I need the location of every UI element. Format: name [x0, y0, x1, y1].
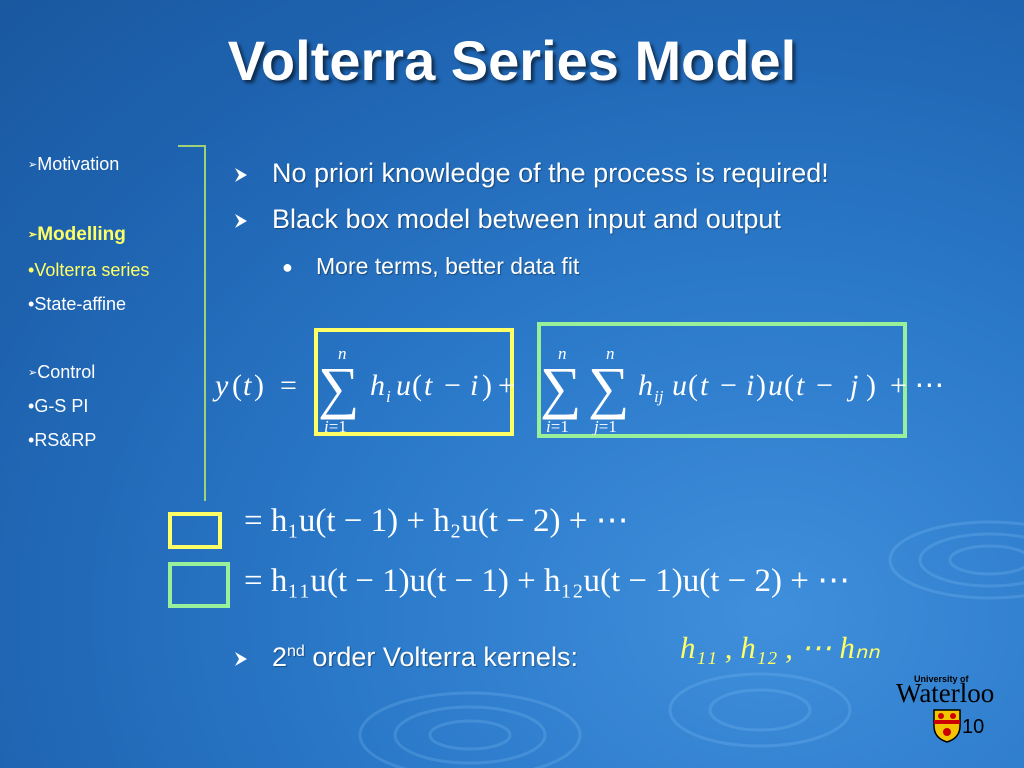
- svg-text:u: u: [768, 369, 783, 402]
- arrow-bullet-icon: [235, 652, 247, 666]
- svg-text:ij: ij: [654, 387, 664, 406]
- first-order-placeholder-box: [168, 512, 222, 549]
- sidebar-item-volterra-series[interactable]: •Volterra series: [28, 260, 150, 280]
- sidebar-item-modelling[interactable]: ➢Modelling: [28, 224, 126, 245]
- second-order-term-box: [537, 322, 907, 438]
- arrow-bullet-icon: [235, 168, 247, 182]
- svg-text:t: t: [796, 369, 805, 402]
- svg-text:i: i: [746, 369, 754, 402]
- svg-text:u: u: [396, 369, 411, 402]
- svg-text:∑: ∑: [318, 355, 359, 420]
- svg-text:t: t: [700, 369, 709, 402]
- svg-text:j=1: j=1: [592, 417, 617, 435]
- waterloo-logo: Waterloo: [896, 678, 995, 708]
- svg-text:t: t: [243, 369, 252, 402]
- svg-text:h: h: [370, 369, 385, 402]
- svg-text:(: (: [688, 369, 698, 402]
- svg-text:): ): [866, 369, 876, 402]
- expansion-second-order: = h₁₁u(t − 1)u(t − 1) + h₁₂u(t − 1)u(t −…: [244, 563, 851, 599]
- sidebar-divider: [204, 145, 206, 501]
- dot-bullet-icon: ●: [282, 257, 293, 277]
- page-number: 10: [962, 716, 985, 738]
- svg-text:n: n: [606, 344, 615, 363]
- slide-title: Volterra Series Model: [227, 29, 797, 92]
- svg-text:): ): [756, 369, 766, 402]
- sidebar-divider-top: [178, 145, 205, 147]
- svg-text:h: h: [638, 369, 653, 402]
- sidebar-item-state-affine[interactable]: •State-affine: [28, 294, 127, 314]
- svg-text:j: j: [846, 369, 858, 402]
- first-order-term-box: [314, 328, 514, 436]
- svg-text:∑: ∑: [588, 355, 629, 420]
- svg-text:i: i: [386, 387, 391, 406]
- svg-text:y: y: [212, 369, 229, 402]
- university-crest-icon: [933, 709, 961, 743]
- svg-text:−: −: [816, 369, 833, 402]
- svg-text:−: −: [444, 369, 461, 402]
- sidebar-item-rs-rp[interactable]: •RS&RP: [28, 430, 97, 450]
- svg-text:n: n: [338, 344, 347, 363]
- svg-text:i: i: [470, 369, 478, 402]
- svg-text:): ): [482, 369, 492, 402]
- svg-text:): ): [254, 369, 264, 402]
- equation-tail: + ⋯: [890, 369, 944, 402]
- volterra-equation: y ( t ) = ∑ n i=1 h i u ( t − i ) + ∑ n …: [212, 344, 944, 435]
- svg-text:i=1: i=1: [324, 417, 347, 435]
- expansion-first-order: = h₁u(t − 1) + h₂u(t − 2) + ⋯: [244, 503, 629, 539]
- sidebar-item-control[interactable]: ➢Control: [28, 362, 96, 382]
- sidebar-item-motivation[interactable]: ➢Motivation: [28, 154, 120, 174]
- svg-text:u: u: [672, 369, 687, 402]
- svg-text:n: n: [558, 344, 567, 363]
- kernel-list: h₁₁ , h₁₂ , ⋯ hₙₙ: [680, 630, 880, 665]
- arrow-bullet-icon: [235, 214, 247, 228]
- svg-text:∑: ∑: [540, 355, 581, 420]
- svg-text:(: (: [784, 369, 794, 402]
- svg-text:+: +: [498, 369, 515, 402]
- svg-text:(: (: [412, 369, 422, 402]
- svg-text:i=1: i=1: [546, 417, 569, 435]
- logo-subtitle: University of: [914, 674, 969, 684]
- svg-text:=: =: [280, 369, 297, 402]
- second-order-placeholder-box: [168, 562, 230, 608]
- svg-text:−: −: [720, 369, 737, 402]
- sidebar-item-gs-pi[interactable]: •G-S PI: [28, 396, 89, 416]
- svg-text:t: t: [424, 369, 433, 402]
- svg-text:(: (: [232, 369, 242, 402]
